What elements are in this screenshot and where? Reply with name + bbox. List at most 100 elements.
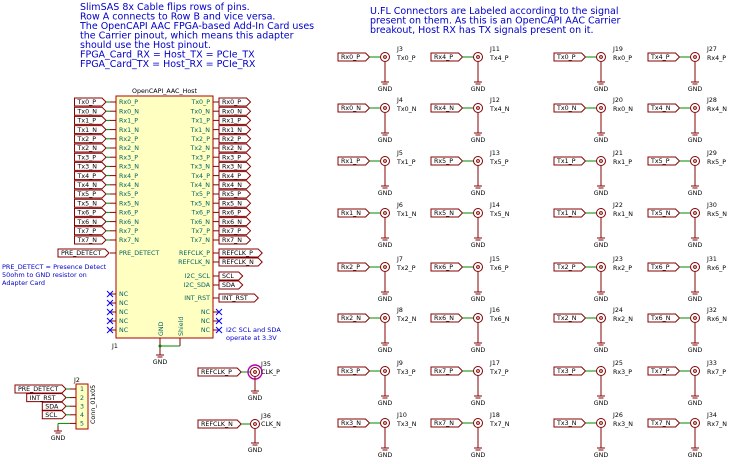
j1-right-label-12: Rx6_P <box>222 210 241 217</box>
j1-int_rst-pin: INT_RST <box>184 295 210 302</box>
ufl-2-0-label: Tx0_P <box>556 54 576 61</box>
ufl-1-4-net: Tx6_P <box>489 265 509 272</box>
j1-right-label-15: Rx7_N <box>222 237 242 244</box>
ufl-3-2-label-box <box>647 156 681 166</box>
ufl-1-4-ref: J15 <box>489 256 500 263</box>
j1-left-label-13: Tx6_N <box>77 219 98 226</box>
j1-right-pin-5: Tx2_N <box>190 145 211 152</box>
j1-predetect-label-box <box>57 248 110 258</box>
j1-nc-left-2: NC <box>119 309 129 316</box>
ufl-0-0-label: Rx0_P <box>341 54 360 61</box>
ufl-0-4-outer <box>380 262 390 272</box>
ufl-1-2-label: Rx5_P <box>434 158 453 165</box>
ufl-0-7-net: Tx3_N <box>396 421 417 428</box>
ufl-3-5-pin <box>693 316 697 320</box>
j2-pin-1: 2 <box>80 395 84 402</box>
ufl-2-2-label: Tx1_P <box>556 158 576 165</box>
ufl-2-4-net: Rx2_P <box>613 265 632 272</box>
ufl-1-3-outer <box>473 208 483 218</box>
ufl-2-5-ref: J24 <box>612 307 623 314</box>
j1-refclk_n-label-box <box>218 257 263 267</box>
ufl-3-4-outer <box>690 262 700 272</box>
ufl-2-1-ref: J20 <box>612 97 623 104</box>
ufl-3-1-gnd: GND <box>688 137 703 144</box>
ufl-3-7-label-box <box>647 418 681 428</box>
ufl-2-0-ref: J19 <box>612 46 623 53</box>
ufl-2-7-ref: J26 <box>612 412 623 419</box>
j1-right-label-11-box <box>218 198 252 208</box>
j1-left-label-1: Tx0_N <box>77 108 98 115</box>
j1-right-label-10-box <box>218 189 252 199</box>
j1-nc-right-x2-2 <box>215 326 223 334</box>
ufl-2-6-gnd: GND <box>594 400 609 407</box>
ufl-3-7-net: Rx7_N <box>707 421 727 428</box>
ufl-3-3-label-box <box>647 208 681 218</box>
clk-ufl-1-outer <box>250 419 260 429</box>
ufl-1-3-label-box <box>430 208 464 218</box>
note-right-line-0: U.FL Connectors are Labeled according to… <box>370 6 618 17</box>
ufl-2-1-label: Tx0_N <box>556 105 577 112</box>
j1-left-label-5-box <box>74 143 107 153</box>
ufl-2-3-label-box <box>553 208 587 218</box>
ufl-2-7-pin <box>599 421 603 425</box>
j1-right-pin-4: Tx2_P <box>190 136 210 143</box>
ufl-0-3-label-box <box>337 208 371 218</box>
j1-left-label-11: Tx5_N <box>77 200 98 207</box>
ufl-3-4-label-box <box>647 262 681 272</box>
j1-left-pin-0: Rx0_P <box>119 99 138 106</box>
ufl-3-6-label: Tx7_P <box>650 368 670 375</box>
j1-int_rst-label-box <box>218 293 260 303</box>
j1-right-label-1: Rx0_N <box>222 108 242 115</box>
j1-right-pin-14: Tx7_P <box>190 228 210 235</box>
ufl-2-3-ref: J22 <box>612 202 623 209</box>
j1-scl-label-box <box>218 271 244 281</box>
ufl-1-3-ref: J14 <box>489 202 500 209</box>
j1-left-pin-4: Rx2_P <box>119 136 138 143</box>
ufl-2-1-label-box <box>553 103 587 113</box>
ufl-0-4-pin <box>383 265 387 269</box>
ufl-2-4-gnd: GND <box>594 296 609 303</box>
j2-label-0: PRE_DETECT <box>18 386 58 393</box>
j1-nc-right-0: NC <box>201 309 211 316</box>
ufl-1-7-label: Rx7_N <box>434 420 454 427</box>
ufl-1-2-label-box <box>430 156 464 166</box>
ufl-1-4-gnd: GND <box>471 296 486 303</box>
ufl-2-6-label-box <box>553 366 587 376</box>
clk-net-1: CLK_N <box>261 421 281 428</box>
ufl-3-2-pin <box>693 159 697 163</box>
j1-left-label-7: Tx3_N <box>77 164 98 171</box>
note-left-line-1: Row A connects to Row B and vice versa. <box>80 12 275 23</box>
j1-left-label-3: Tx1_N <box>77 127 98 134</box>
j1-right-label-8: Rx4_P <box>222 173 241 180</box>
j1-scl-pin: I2C_SCL <box>185 273 211 280</box>
ufl-0-7-outer <box>380 418 390 428</box>
j1-nc-left-0: NC <box>119 291 129 298</box>
ufl-1-2-pin <box>476 159 480 163</box>
ufl-1-4-label-box <box>430 262 464 272</box>
j1-left-label-13-box <box>74 217 107 227</box>
j1-right-label-10: Rx5_P <box>222 191 241 198</box>
j1-right-pin-1: Tx0_N <box>190 108 211 115</box>
ufl-3-3-label: Tx5_N <box>650 210 671 217</box>
j1-gnd-pin: GND <box>158 321 165 336</box>
ufl-3-2-outer <box>690 156 700 166</box>
j1-left-label-8-box <box>74 171 107 181</box>
ufl-2-1-pin <box>599 106 603 110</box>
note-i2c-line-1: operate at 3.3V <box>226 334 277 342</box>
ufl-0-1-outer <box>380 103 390 113</box>
clk-label-1-box <box>197 419 242 429</box>
j1-right-label-0: Rx0_P <box>222 99 241 106</box>
ufl-0-3-outer <box>380 208 390 218</box>
ufl-1-0-pin <box>476 55 480 59</box>
ufl-3-2-net: Rx5_P <box>707 159 726 166</box>
ufl-2-1-gnd: GND <box>594 137 609 144</box>
ufl-0-5-ref: J8 <box>396 307 403 314</box>
j1-left-label-10-box <box>74 189 107 199</box>
ufl-0-6-label: Rx3_P <box>341 368 360 375</box>
ufl-1-6-net: Tx7_P <box>489 369 509 376</box>
clk-ufl-1-pin <box>253 422 257 426</box>
j1-left-label-9: Tx4_N <box>77 182 98 189</box>
j1-right-pin-6: Tx3_P <box>190 154 210 161</box>
j1-left-label-0-box <box>74 97 107 107</box>
j1-left-label-2: Tx1_P <box>77 118 97 125</box>
